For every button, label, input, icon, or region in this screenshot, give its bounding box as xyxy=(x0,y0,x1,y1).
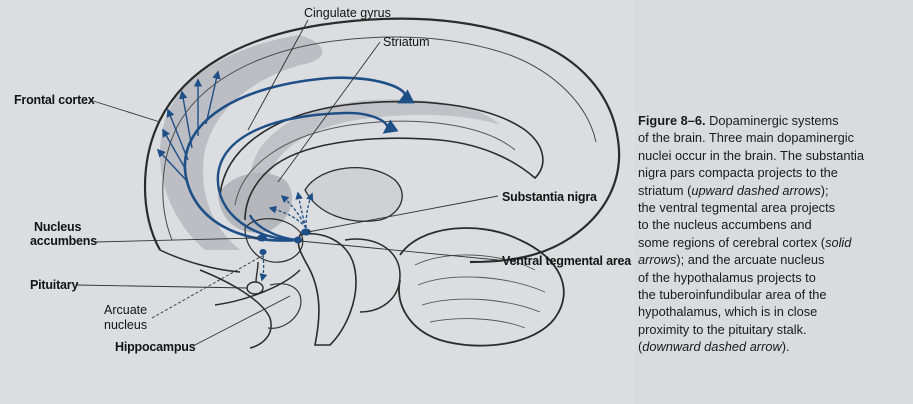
caption-line-4: nigra pars compacta projects to the xyxy=(638,164,910,181)
caption-line-9b: ); and the arcuate nucleus xyxy=(676,252,824,267)
caption-line-5-italic: upward dashed arrows xyxy=(691,183,820,198)
label-ventral-tegmental-area: Ventral tegmental area xyxy=(502,254,631,268)
caption-line-3: nuclei occur in the brain. The substanti… xyxy=(638,147,910,164)
caption-line-11: the tuberoinfundibular area of the xyxy=(638,286,910,303)
label-nucleus-accumbens-2: accumbens xyxy=(30,234,97,248)
caption-line-14b: ). xyxy=(782,339,790,354)
caption-line-5a: striatum ( xyxy=(638,183,691,198)
label-arcuate-nucleus-1: Arcuate xyxy=(104,303,147,317)
caption-line-14-italic: downward dashed arrow xyxy=(642,339,781,354)
label-pituitary: Pituitary xyxy=(30,278,78,292)
caption-line-7: to the nucleus accumbens and xyxy=(638,216,910,233)
figure-caption: Figure 8–6. Dopaminergic systems of the … xyxy=(638,112,910,356)
arcuate-nucleus-dot xyxy=(260,249,267,255)
caption-line-12: hypothalamus, which is in close xyxy=(638,303,910,320)
caption-line-10: of the hypothalamus projects to xyxy=(638,269,910,286)
label-cingulate-gyrus: Cingulate gyrus xyxy=(304,6,391,20)
caption-line-8-italic: solid xyxy=(825,235,851,250)
label-substantia-nigra: Substantia nigra xyxy=(502,190,597,204)
figure-number: Figure 8–6. xyxy=(638,113,706,128)
caption-line-9-italic: arrows xyxy=(638,252,676,267)
label-arcuate-nucleus-2: nucleus xyxy=(104,318,147,332)
label-striatum: Striatum xyxy=(383,35,430,49)
caption-line-6: the ventral tegmental area projects xyxy=(638,199,910,216)
caption-line-5b: ); xyxy=(821,183,829,198)
caption-line-2: of the brain. Three main dopaminergic xyxy=(638,129,910,146)
label-hippocampus: Hippocampus xyxy=(115,340,195,354)
label-frontal-cortex: Frontal cortex xyxy=(14,93,95,107)
caption-line-13: proximity to the pituitary stalk. xyxy=(638,321,910,338)
caption-line-1: Dopaminergic systems xyxy=(709,113,838,128)
label-nucleus-accumbens-1: Nucleus xyxy=(34,220,81,234)
caption-line-8a: some regions of cerebral cortex ( xyxy=(638,235,825,250)
